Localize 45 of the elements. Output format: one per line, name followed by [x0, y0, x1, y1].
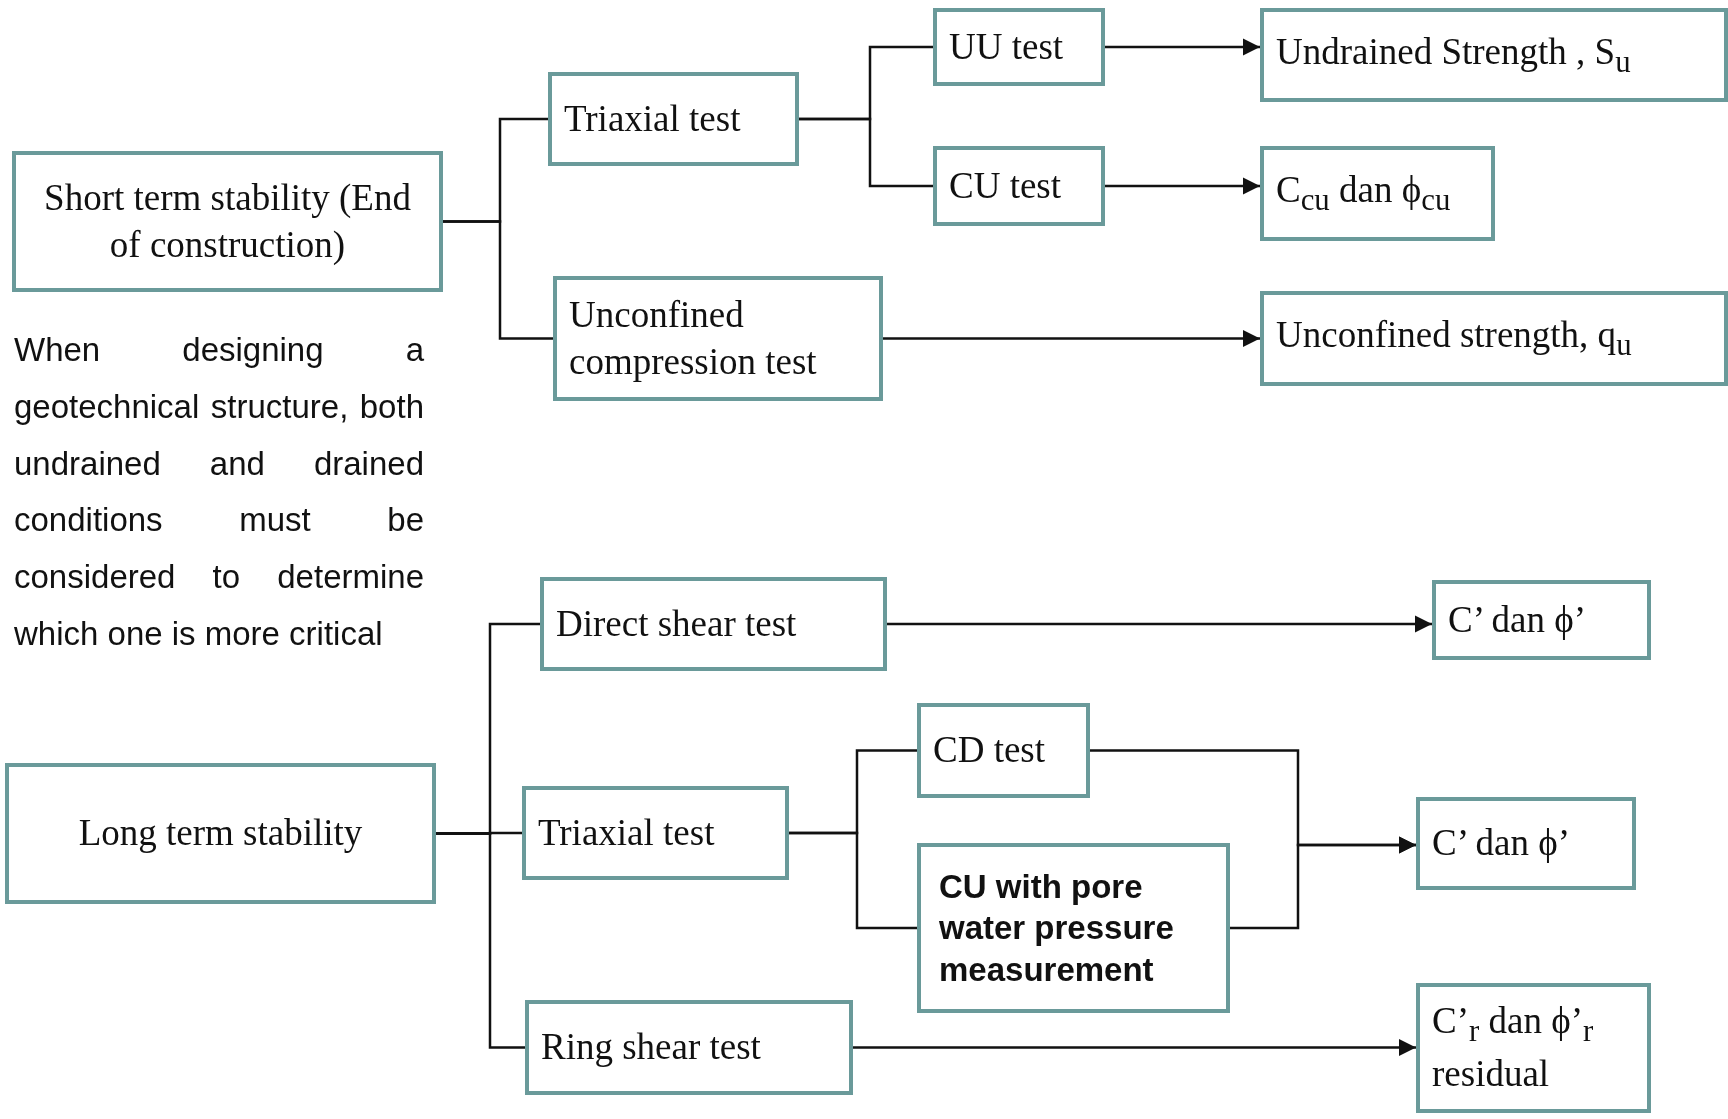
box-label: C’ dan ϕ’: [1448, 597, 1586, 642]
box-label: Ring shear test: [541, 1025, 761, 1070]
box-label: Triaxial test: [538, 810, 715, 855]
process-box: [1416, 983, 1651, 1113]
box-label: C’$_{r}$ dan ϕ’$_{r}$ residual: [1432, 999, 1595, 1097]
process-box: [12, 151, 443, 292]
arrow: [1105, 38, 1260, 56]
process-box: [525, 1000, 853, 1095]
process-box: [1260, 146, 1495, 241]
process-box: [917, 703, 1090, 798]
box-label: Triaxial test: [564, 96, 741, 141]
note-paragraph: When designing a geotechnical structure, both undrained and drained conditions must be considered to determine which one is more critical: [14, 330, 424, 654]
process-box: [1260, 291, 1728, 386]
box-label: Unconfined compression test: [569, 293, 818, 384]
box-label: Direct shear test: [556, 601, 797, 646]
box-label: Short term stability (End of construction): [43, 176, 412, 267]
connector-line: [789, 831, 917, 930]
process-box: [933, 146, 1105, 226]
process-box: [553, 276, 883, 401]
box-label: C$_{cu}$ dan ϕ$_{cu}$: [1276, 168, 1451, 220]
arrow: [1230, 836, 1416, 930]
process-box: [917, 843, 1230, 1013]
connector-line: [443, 220, 553, 340]
box-label: CU with pore water pressure measurement: [939, 867, 1175, 990]
box-label: CD test: [933, 728, 1046, 773]
connector-line: [436, 832, 525, 1049]
process-box: [933, 8, 1105, 86]
process-box: [548, 72, 799, 166]
box-label: Long term stability: [78, 811, 363, 856]
box-label: Undrained Strength , S$_{u}$: [1276, 29, 1631, 81]
arrow: [853, 1038, 1416, 1057]
process-box: [5, 763, 436, 904]
arrow: [883, 329, 1260, 348]
process-box: [522, 786, 789, 880]
process-box: [1416, 797, 1636, 890]
box-label: CU test: [949, 163, 1062, 208]
arrow: [1105, 177, 1260, 195]
process-box: [1432, 580, 1651, 660]
process-box: [540, 577, 887, 671]
process-box: [1260, 8, 1728, 102]
arrow: [887, 615, 1432, 633]
box-label: Unconfined strength, q$_{u}$: [1276, 313, 1632, 365]
box-label: UU test: [949, 24, 1064, 69]
box-label: C’ dan ϕ’: [1432, 821, 1570, 866]
connector-line: [799, 117, 933, 188]
